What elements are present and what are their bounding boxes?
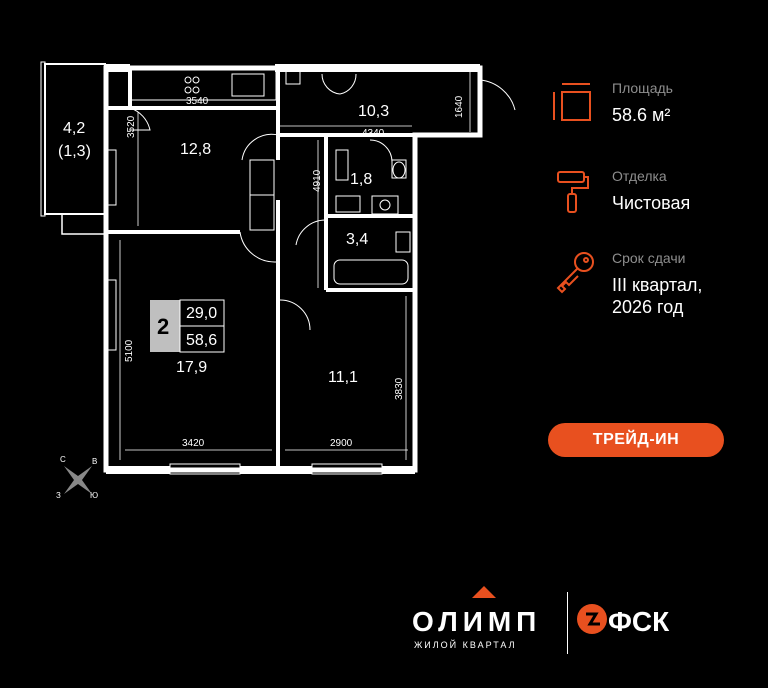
wc-area: 1,8 <box>350 171 372 188</box>
bath-area: 3,4 <box>346 231 368 248</box>
hall-area: 10,3 <box>358 103 389 120</box>
rooms-count-badge <box>150 300 180 352</box>
paint-roller-icon <box>552 168 598 214</box>
dim-bedroom-depth: 3830 <box>394 377 405 400</box>
compass-east: В <box>92 457 97 466</box>
compass-west: З <box>56 491 61 500</box>
rooms-count: 2 <box>157 314 169 339</box>
dim-kitchen-depth: 3520 <box>126 115 137 138</box>
key-icon <box>552 250 598 296</box>
dim-living-width: 3420 <box>182 438 205 449</box>
compass-south: Ю <box>90 491 98 500</box>
living-square: 29,0 <box>186 305 217 322</box>
area-label: Площадь <box>612 80 673 96</box>
balcony-area: 4,2 <box>63 120 85 137</box>
floor-plan: 4,2 (1,3) 12,8 10,3 1,8 3,4 17,9 11,1 35… <box>40 61 516 500</box>
finish-value: Чистовая <box>612 193 691 213</box>
dim-bedroom-width: 2900 <box>330 438 353 449</box>
brand-divider <box>567 592 568 654</box>
area-value: 58.6 м² <box>612 105 671 125</box>
deadline-label: Срок сдачи <box>612 250 686 266</box>
bedroom-area: 11,1 <box>328 369 358 386</box>
developer-name: ФСК <box>608 606 670 637</box>
dim-wc-depth: 4910 <box>312 169 323 192</box>
total-square: 58,6 <box>186 332 217 349</box>
finish-label: Отделка <box>612 168 667 184</box>
area-icon <box>552 80 598 126</box>
compass-north: С <box>60 455 66 464</box>
compass-icon <box>64 466 92 494</box>
balcony-area-reduced: (1,3) <box>58 143 91 160</box>
balcony-outline <box>44 63 106 215</box>
dim-kitchen-width: 3540 <box>186 96 209 107</box>
dim-hall-depth: 1640 <box>454 95 465 118</box>
dim-hall-width: 4340 <box>362 128 385 139</box>
dim-living-depth: 5100 <box>124 339 135 362</box>
living-area: 17,9 <box>176 359 207 376</box>
brand-subtitle: ЖИЛОЙ КВАРТАЛ <box>414 640 517 650</box>
outer-walls <box>103 65 483 473</box>
kitchen-area: 12,8 <box>180 141 211 158</box>
trade-in-button[interactable]: ТРЕЙД-ИН <box>548 423 724 457</box>
deadline-value: III квартал, 2026 год <box>612 275 703 317</box>
brand-name: ОЛИМП <box>412 606 542 637</box>
roof-icon <box>472 586 496 598</box>
fsk-logo-icon <box>577 604 607 634</box>
